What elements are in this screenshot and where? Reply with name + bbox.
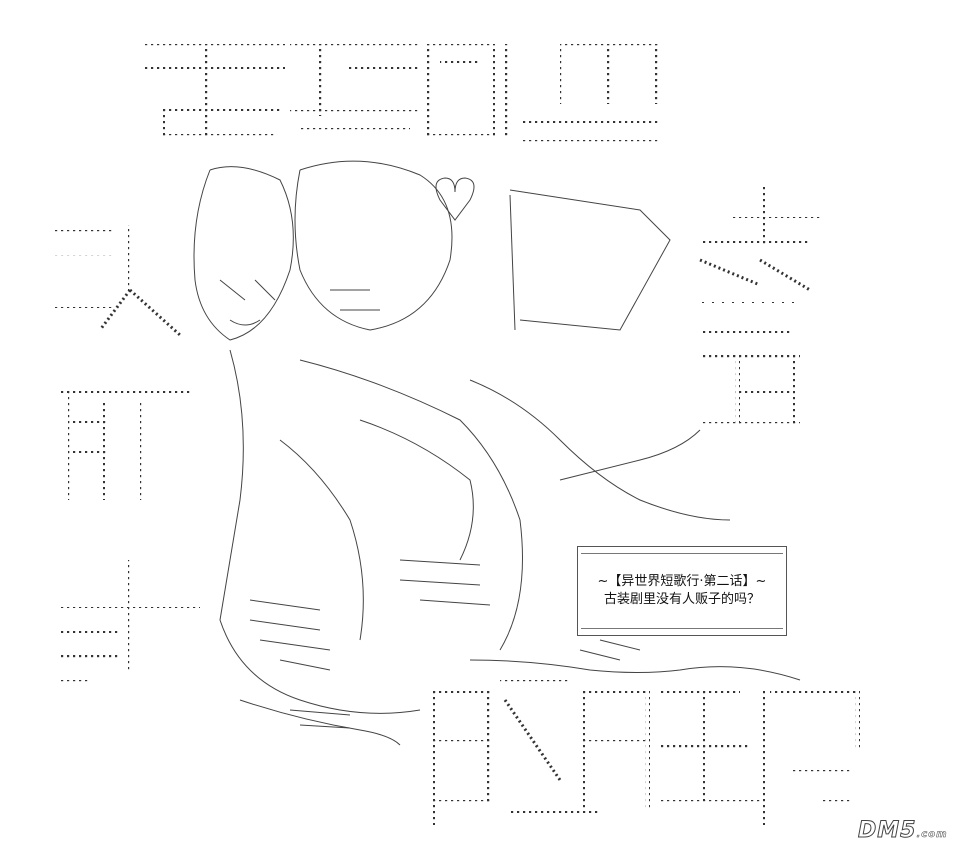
caption-bottom-rule [581,628,783,629]
caption-top-rule [581,553,783,554]
speech-caption-box: ~【异世界短歌行·第二话】~ 古装剧里没有人贩子的吗？ [577,546,787,636]
caption-text: 古装剧里没有人贩子的吗？ [603,592,760,607]
caption-title: ~【异世界短歌行·第二话】~ [597,574,767,589]
watermark-suffix-text: .com [916,829,948,841]
site-watermark-logo: DM5.com [857,818,948,844]
title-dot-characters-bottom [430,680,860,828]
title-dot-characters-left [55,225,200,683]
line-art-figures [193,160,801,746]
watermark-main-text: DM5 [857,818,917,844]
title-dot-characters-top [145,44,660,158]
title-dot-characters-right [690,185,820,425]
